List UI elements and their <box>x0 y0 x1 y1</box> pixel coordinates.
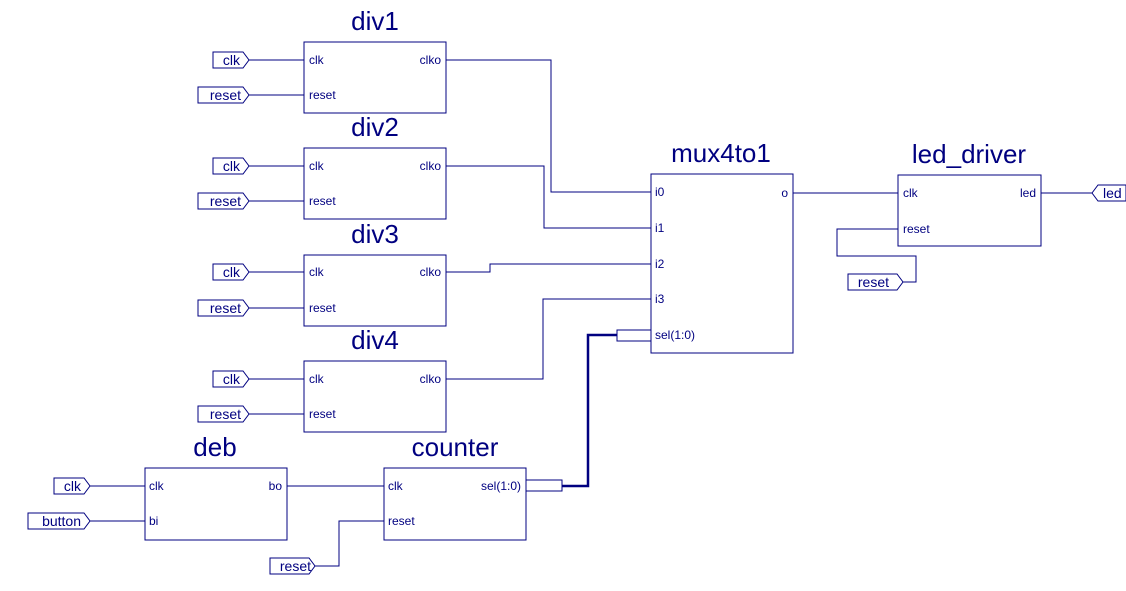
pin-label-reset: reset <box>309 194 336 208</box>
pin-label-reset: reset <box>388 514 415 528</box>
port-div3-reset[interactable]: reset <box>197 299 250 317</box>
block-div3[interactable]: div3 clk reset clko <box>303 219 447 327</box>
block-title: div2 <box>351 112 399 142</box>
block-title: mux4to1 <box>671 138 771 168</box>
port-led-reset[interactable]: reset <box>847 273 904 291</box>
pin-label-clk: clk <box>309 53 325 67</box>
port-deb-button[interactable]: button <box>27 512 91 530</box>
port-label: reset <box>280 558 311 574</box>
port-div4-clk[interactable]: clk <box>212 370 250 388</box>
pin-label-clk: clk <box>309 159 325 173</box>
block-div1[interactable]: div1 clk reset clko <box>303 6 447 114</box>
block-title: div4 <box>351 325 399 355</box>
port-label: button <box>42 513 81 529</box>
wire-led-reset <box>836 228 917 283</box>
port-led-out[interactable]: led <box>1091 184 1126 202</box>
bus-sel <box>562 333 617 488</box>
pin-label-sel: sel(1:0) <box>655 328 695 342</box>
port-counter-reset[interactable]: reset <box>269 557 316 575</box>
pin-label-clk: clk <box>903 186 919 200</box>
block-led-driver[interactable]: led_driver clk reset led <box>897 139 1042 247</box>
pin-label-clk: clk <box>309 265 325 279</box>
pin-label-i3: i3 <box>655 292 665 306</box>
wire-div1-to-i0 <box>446 59 651 193</box>
port-div1-reset[interactable]: reset <box>197 86 250 104</box>
wire-counter-reset <box>315 520 384 567</box>
pin-label-reset: reset <box>903 222 930 236</box>
block-title: led_driver <box>912 139 1027 169</box>
pin-label-clko: clko <box>420 265 442 279</box>
bus-sel-stub-counter <box>525 479 563 492</box>
port-label: clk <box>223 371 241 387</box>
pin-label-reset: reset <box>309 88 336 102</box>
pin-label-i2: i2 <box>655 257 665 271</box>
block-title: div3 <box>351 219 399 249</box>
block-div2[interactable]: div2 clk reset clko <box>303 112 447 220</box>
wire-div4-to-i3 <box>446 298 651 380</box>
port-div4-reset[interactable]: reset <box>197 405 250 423</box>
port-label: reset <box>210 406 241 422</box>
port-label: reset <box>210 193 241 209</box>
block-div4[interactable]: div4 clk reset clko <box>303 325 447 433</box>
pin-label-clko: clko <box>420 53 442 67</box>
pin-label-o: o <box>781 186 788 200</box>
block-title: counter <box>412 432 499 462</box>
bus-sel-stub-mux <box>616 329 652 342</box>
pin-label-clk: clk <box>149 479 165 493</box>
block-counter[interactable]: counter clk reset sel(1:0) <box>383 432 527 541</box>
pin-label-led: led <box>1020 186 1036 200</box>
pin-label-clk: clk <box>309 372 325 386</box>
pin-label-bi: bi <box>149 514 158 528</box>
port-label: led <box>1103 185 1122 201</box>
port-label: reset <box>210 87 241 103</box>
port-label: reset <box>210 300 241 316</box>
port-label: clk <box>223 52 241 68</box>
pin-label-clko: clko <box>420 159 442 173</box>
pin-label-i1: i1 <box>655 221 665 235</box>
port-div2-clk[interactable]: clk <box>212 157 250 175</box>
port-div3-clk[interactable]: clk <box>212 263 250 281</box>
pin-label-sel: sel(1:0) <box>481 479 521 493</box>
pin-label-reset: reset <box>309 301 336 315</box>
pin-label-clko: clko <box>420 372 442 386</box>
port-label: clk <box>223 264 241 280</box>
wire-div2-to-i1 <box>446 165 651 229</box>
port-div2-reset[interactable]: reset <box>197 192 250 210</box>
port-label: clk <box>64 478 82 494</box>
wires <box>90 59 1092 567</box>
port-deb-clk[interactable]: clk <box>53 477 91 495</box>
pin-label-i0: i0 <box>655 185 665 199</box>
block-mux4to1[interactable]: mux4to1 i0 i1 i2 i3 sel(1:0) o <box>650 138 794 354</box>
wire-div3-to-i2 <box>446 263 651 273</box>
block-title: div1 <box>351 6 399 36</box>
port-div1-clk[interactable]: clk <box>212 51 250 69</box>
port-label: reset <box>858 274 889 290</box>
pin-label-bo: bo <box>269 479 283 493</box>
pin-label-clk: clk <box>388 479 404 493</box>
block-title: deb <box>193 432 236 462</box>
port-label: clk <box>223 158 241 174</box>
pin-label-reset: reset <box>309 407 336 421</box>
block-deb[interactable]: deb clk bi bo <box>144 432 288 541</box>
